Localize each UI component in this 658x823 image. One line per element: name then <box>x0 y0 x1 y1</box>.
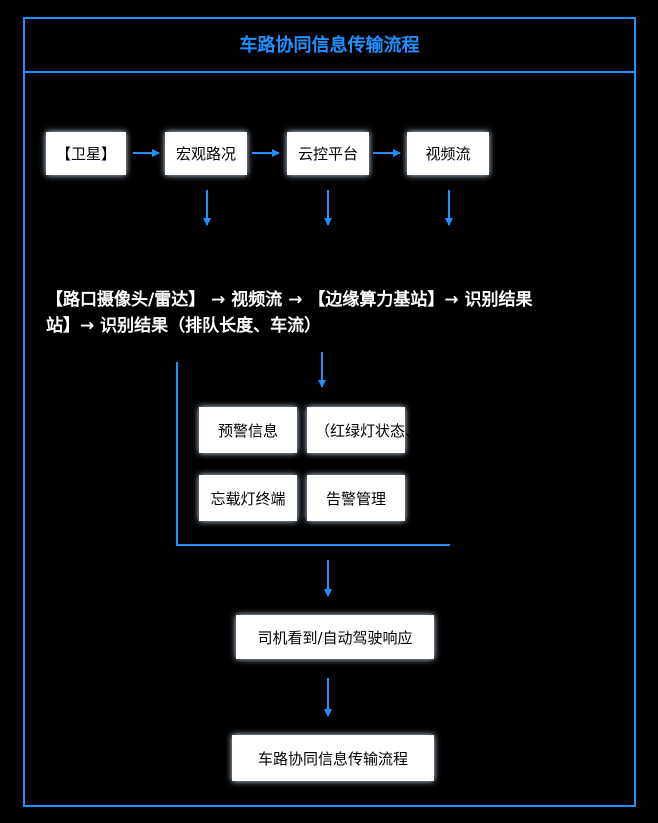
onboard-terminal-box: 忘载灯终端 <box>199 475 297 521</box>
diagram-frame <box>23 17 636 807</box>
satellite-box: 【卫星】 <box>46 132 126 175</box>
warning-detail-text: （红绿灯状态、超视距预警） <box>315 421 511 440</box>
edge-pipeline-line-2: 站】→ 识别结果（排队长度、车流） <box>46 316 322 336</box>
alarm-management-box: 告警管理 <box>307 475 405 521</box>
footer-title-box: 车路协同信息传输流程 <box>232 735 434 781</box>
warning-detail-box: （红绿灯状态、超视距预警） <box>307 407 510 453</box>
edge-pipeline-line-1: 【路口摄像头/雷达】 → 视频流 → 【边缘算力基站】→ 识别结果 <box>46 290 533 310</box>
macro-traffic-box: 宏观路况 <box>165 132 247 175</box>
alerts-bracket <box>176 362 450 546</box>
edge-pipeline-text: 【路口摄像头/雷达】 → 视频流 → 【边缘算力基站】→ 识别结果 站】→ 识别… <box>46 287 621 339</box>
cloud-platform-box: 云控平台 <box>287 132 369 175</box>
driver-response-box: 司机看到/自动驾驶响应 <box>236 615 434 659</box>
warning-info-box: 预警信息 <box>199 407 297 453</box>
video-stream-box: 视频流 <box>407 132 489 175</box>
diagram-title: 车路协同信息传输流程 <box>23 17 636 73</box>
